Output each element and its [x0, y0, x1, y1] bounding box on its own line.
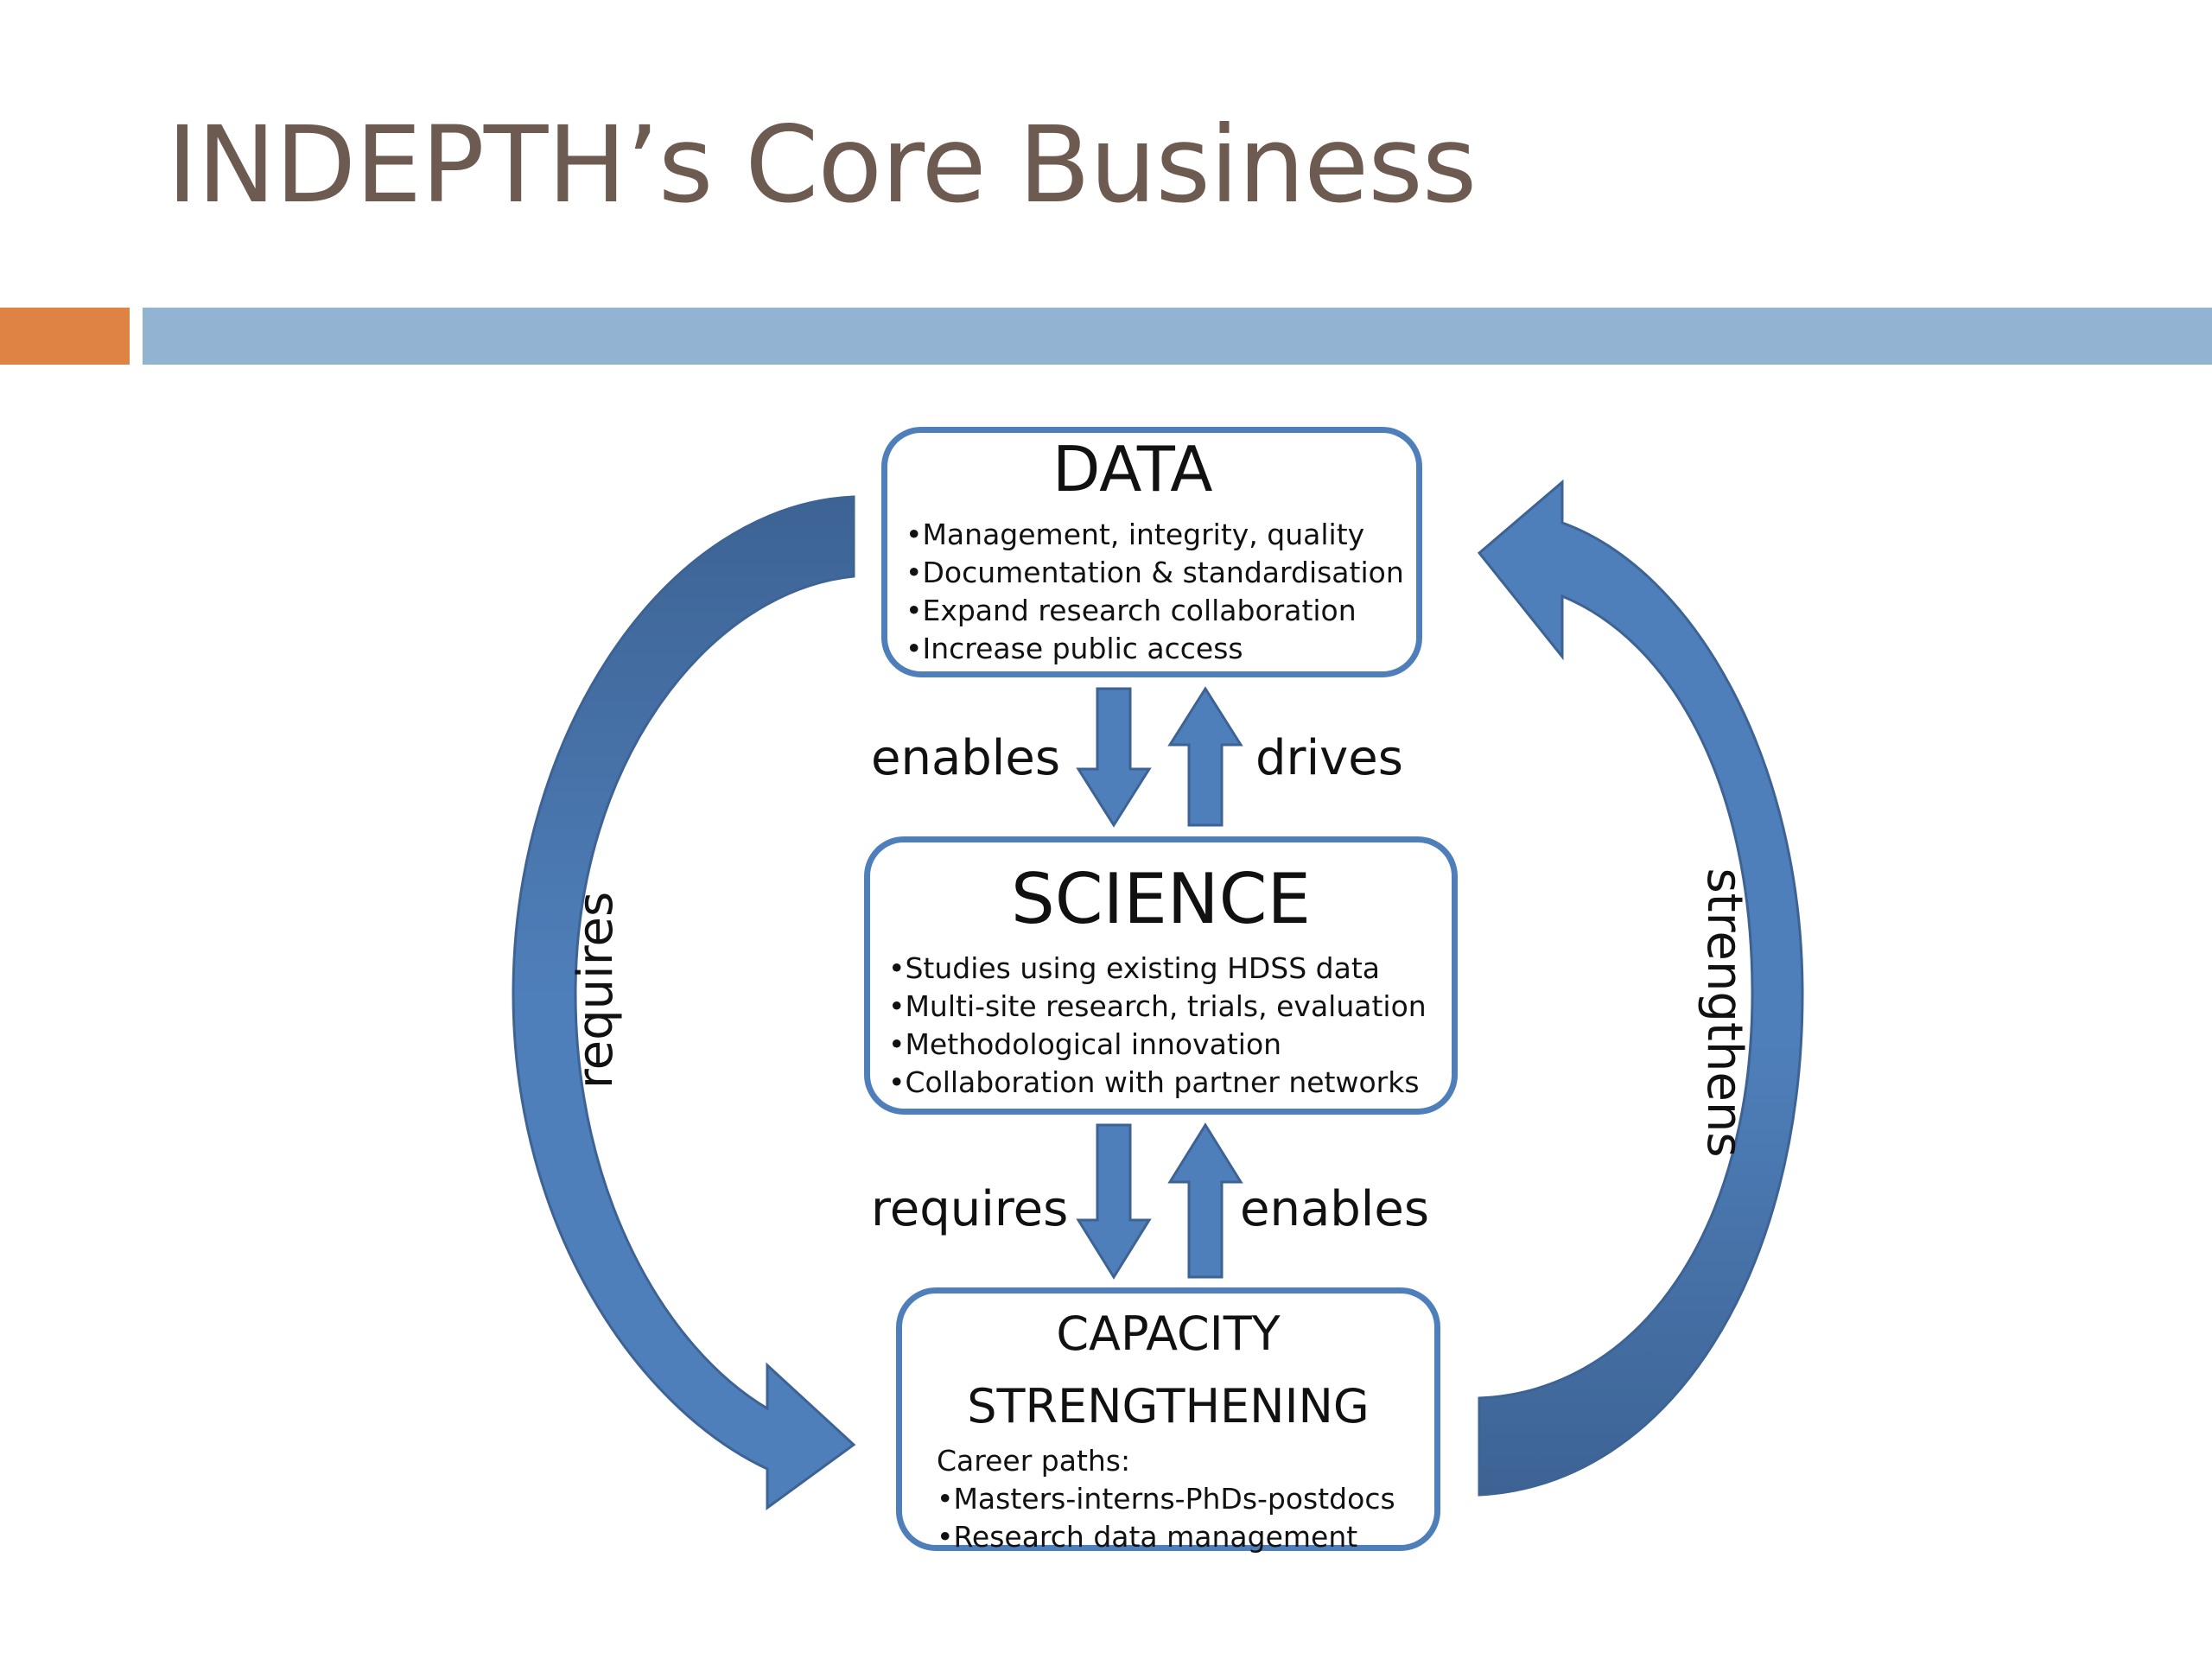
data-heading: DATA: [1052, 433, 1213, 505]
right-curve-arrow: [1477, 479, 1804, 1497]
capacity-heading-line1: CAPACITY: [1056, 1306, 1281, 1361]
list-item: •Collaboration with partner networks: [888, 1065, 1420, 1099]
arrow-up-science-data: [1167, 686, 1243, 827]
arrow-down-data-science: [1076, 687, 1152, 828]
label-enables-data-science: enables: [871, 730, 1060, 786]
capacity-box: CAPACITY STRENGTHENING Career paths: •Ma…: [896, 1287, 1440, 1554]
list-item: •Management, integrity, quality: [906, 518, 1365, 551]
label-enables-capacity-science: enables: [1240, 1181, 1429, 1237]
left-curve-arrow: [512, 495, 856, 1510]
label-requires-science-capacity: requires: [871, 1181, 1069, 1237]
list-item: •Studies using existing HDSS data: [888, 951, 1381, 985]
list-item: •Multi-site research, trials, evaluation: [888, 989, 1427, 1023]
list-item: •Research data management: [937, 1520, 1358, 1554]
label-drives: drives: [1255, 730, 1403, 786]
accent-bar-orange: [0, 308, 130, 365]
list-item: •Expand research collaboration: [906, 594, 1357, 627]
list-item: •Masters-interns-PhDs-postdocs: [937, 1482, 1395, 1516]
arrow-down-science-capacity: [1076, 1123, 1152, 1280]
slide-title: INDEPTH’s Core Business: [167, 104, 1477, 226]
label-requires-left: requires: [568, 891, 624, 1090]
accent-bar-blue: [143, 308, 2212, 365]
data-list: •Management, integrity, quality •Documen…: [906, 516, 1416, 668]
science-heading: SCIENCE: [1010, 859, 1312, 939]
capacity-heading-line2: STRENGTHENING: [967, 1379, 1370, 1433]
capacity-subheading: Career paths:: [937, 1444, 1131, 1478]
list-item: •Documentation & standardisation: [906, 556, 1404, 589]
arrow-up-capacity-science: [1167, 1122, 1243, 1279]
label-strengthens-right: strengthens: [1696, 868, 1752, 1158]
science-box: SCIENCE •Studies using existing HDSS dat…: [864, 836, 1458, 1115]
list-item: •Methodological innovation: [888, 1027, 1282, 1061]
capacity-list: •Masters-interns-PhDs-postdocs •Research…: [902, 1480, 1434, 1556]
science-list: •Studies using existing HDSS data •Multi…: [870, 950, 1452, 1102]
list-item: •Increase public access: [906, 632, 1243, 665]
data-box: DATA •Management, integrity, quality •Do…: [881, 427, 1422, 677]
